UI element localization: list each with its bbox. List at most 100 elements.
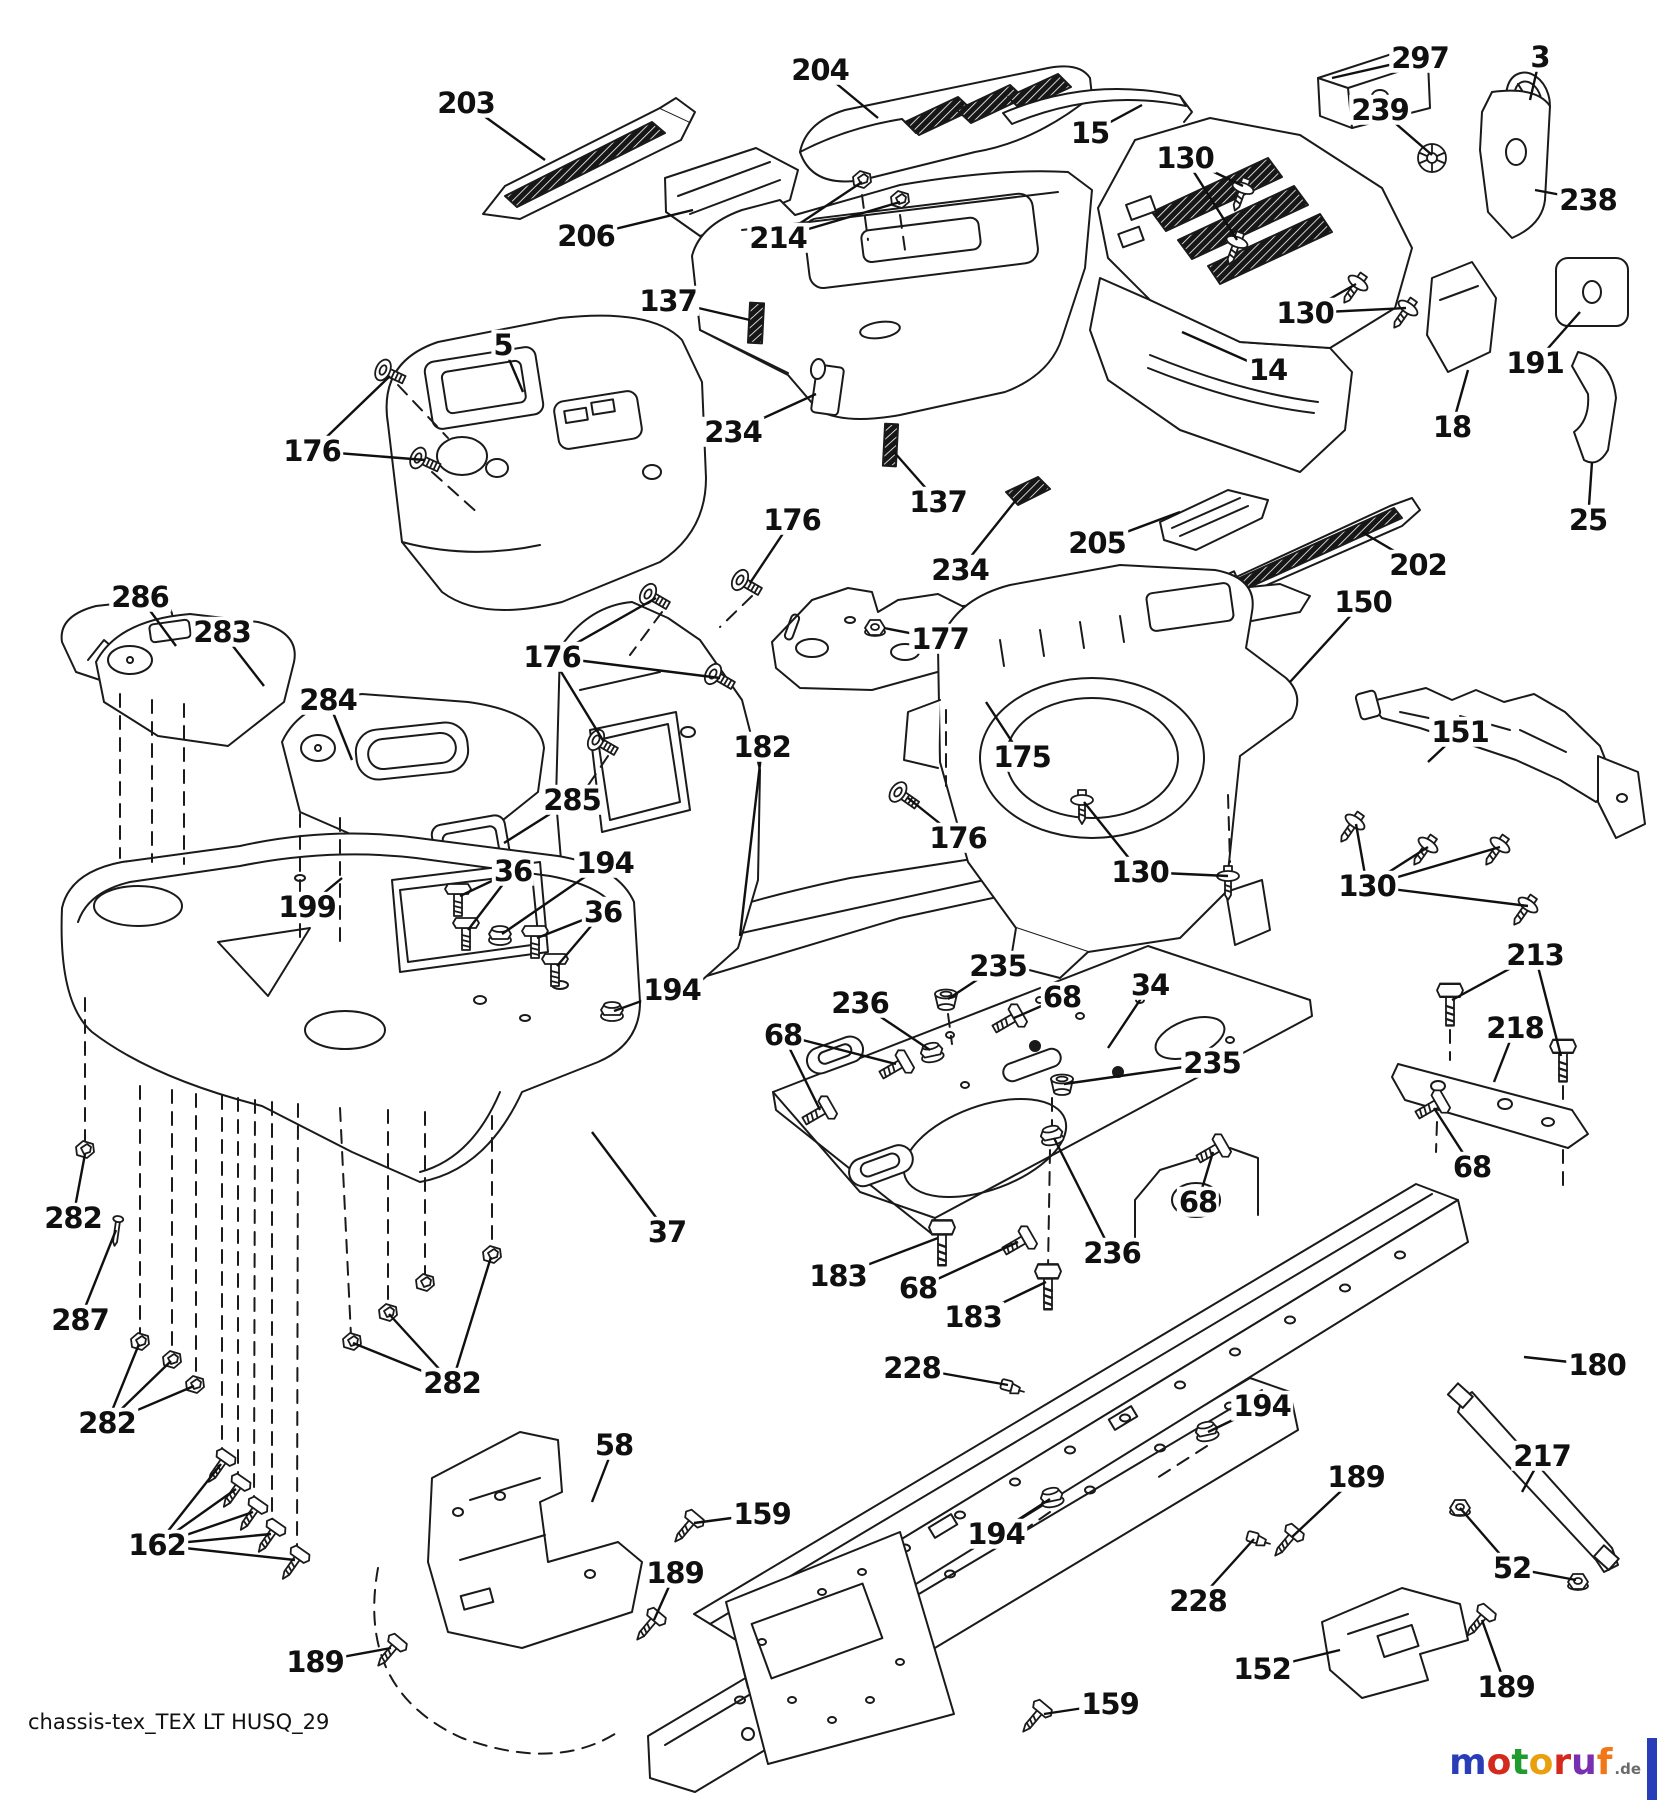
leader-line bbox=[782, 1033, 897, 1066]
leader-line bbox=[314, 1646, 392, 1664]
leader-line bbox=[1586, 461, 1594, 521]
part-dash-tower bbox=[1097, 117, 1413, 349]
part-hood-pads bbox=[746, 301, 1051, 506]
leader-line bbox=[777, 181, 863, 239]
drawing-reference-text: chassis-tex_TEX LT HUSQ_29 bbox=[28, 1710, 330, 1734]
leader-line bbox=[652, 1572, 677, 1621]
leader-line bbox=[311, 375, 391, 452]
leader-line bbox=[1331, 56, 1421, 80]
leader-line bbox=[306, 877, 343, 908]
leader-line bbox=[1207, 1404, 1263, 1434]
part-console bbox=[385, 314, 707, 611]
leader-line bbox=[1480, 1619, 1508, 1688]
leader-line bbox=[1451, 953, 1536, 1002]
leader-line bbox=[550, 656, 606, 743]
leader-line bbox=[1366, 845, 1429, 888]
leader-line bbox=[693, 1512, 763, 1525]
leader-line bbox=[749, 519, 793, 584]
leader-line bbox=[465, 102, 546, 161]
leader-line bbox=[984, 701, 1024, 758]
leader-line bbox=[1528, 56, 1542, 101]
logo-accent-bar bbox=[1647, 1738, 1657, 1800]
leader-line bbox=[1063, 1061, 1213, 1086]
leader-line bbox=[78, 1229, 118, 1321]
leader-line bbox=[71, 1153, 87, 1219]
leader-line bbox=[1096, 510, 1181, 545]
part-access-panel bbox=[1555, 257, 1629, 327]
leader-line bbox=[911, 1366, 1009, 1387]
leader-line bbox=[1427, 731, 1461, 763]
logo-letter: o bbox=[1528, 1742, 1554, 1783]
part-hood-trim bbox=[1002, 87, 1193, 125]
part-chassis-plate bbox=[772, 945, 1313, 1235]
part-grille bbox=[799, 65, 1093, 183]
leader-line bbox=[467, 870, 514, 931]
leader-line bbox=[907, 797, 959, 839]
leader-line bbox=[590, 1444, 616, 1503]
leader-line bbox=[883, 626, 941, 641]
leader-line bbox=[326, 699, 354, 761]
part-curved-bracket bbox=[1571, 351, 1617, 464]
leader-line bbox=[551, 596, 657, 659]
motoruf-logo-text: motoruf bbox=[1449, 1742, 1612, 1783]
part-side-panel bbox=[1479, 89, 1551, 239]
leader-line bbox=[972, 1280, 1047, 1319]
leader-line bbox=[859, 1002, 931, 1051]
part-dash-rail bbox=[482, 97, 696, 220]
leader-line bbox=[1366, 845, 1501, 888]
leader-line bbox=[1492, 1027, 1517, 1083]
leader-line bbox=[738, 746, 764, 937]
leader-line bbox=[917, 1240, 1019, 1290]
leader-line bbox=[1013, 995, 1063, 1020]
leader-line bbox=[388, 1313, 453, 1384]
leader-line bbox=[221, 631, 265, 687]
alignment-dashes bbox=[84, 194, 1564, 1755]
leader-line bbox=[781, 1034, 822, 1111]
leader-line bbox=[1354, 823, 1369, 887]
part-support-straps bbox=[1354, 687, 1646, 839]
leader-line bbox=[1432, 1107, 1474, 1168]
leader-line bbox=[732, 392, 817, 434]
leader-line bbox=[1181, 330, 1269, 372]
leader-line bbox=[585, 208, 694, 238]
leader-line bbox=[1534, 188, 1589, 202]
leader-line bbox=[501, 344, 525, 393]
leader-line bbox=[1361, 530, 1419, 567]
leader-line bbox=[551, 655, 721, 680]
part-baffle bbox=[664, 147, 799, 237]
logo-letter: m bbox=[1449, 1742, 1487, 1783]
part-blower-housing bbox=[903, 564, 1299, 979]
leader-line bbox=[1089, 103, 1143, 135]
part-bumper-bracket bbox=[1391, 1063, 1589, 1149]
leader-line bbox=[139, 596, 177, 647]
leader-line bbox=[1083, 801, 1141, 873]
leader-line bbox=[1139, 870, 1229, 878]
leader-line bbox=[501, 862, 606, 935]
part-vent bbox=[1159, 489, 1269, 551]
leader-line bbox=[1379, 109, 1433, 156]
part-axle-support bbox=[427, 1431, 643, 1649]
leader-line bbox=[459, 869, 514, 898]
leader-line bbox=[1196, 1151, 1215, 1203]
leader-line bbox=[1043, 1702, 1111, 1716]
leader-line bbox=[591, 1131, 668, 1233]
leader-line bbox=[1304, 306, 1407, 315]
part-frame-rail bbox=[647, 1147, 1469, 1793]
leader-line bbox=[1366, 884, 1529, 908]
leader-line bbox=[1304, 282, 1357, 315]
leader-line bbox=[352, 1341, 453, 1385]
motoruf-logo: motoruf .de bbox=[1449, 1742, 1641, 1783]
leader-line bbox=[959, 499, 1017, 571]
logo-letter: f bbox=[1596, 1742, 1613, 1783]
leader-line bbox=[503, 798, 573, 845]
leader-line bbox=[156, 1543, 296, 1562]
leader-line bbox=[1291, 1476, 1357, 1538]
logo-letter: o bbox=[1486, 1742, 1512, 1783]
leader-line bbox=[1450, 369, 1470, 428]
leader-line bbox=[1533, 954, 1563, 1057]
leader-line bbox=[893, 451, 939, 503]
leader-line bbox=[1520, 1455, 1544, 1493]
part-drag-link bbox=[1446, 1382, 1620, 1573]
